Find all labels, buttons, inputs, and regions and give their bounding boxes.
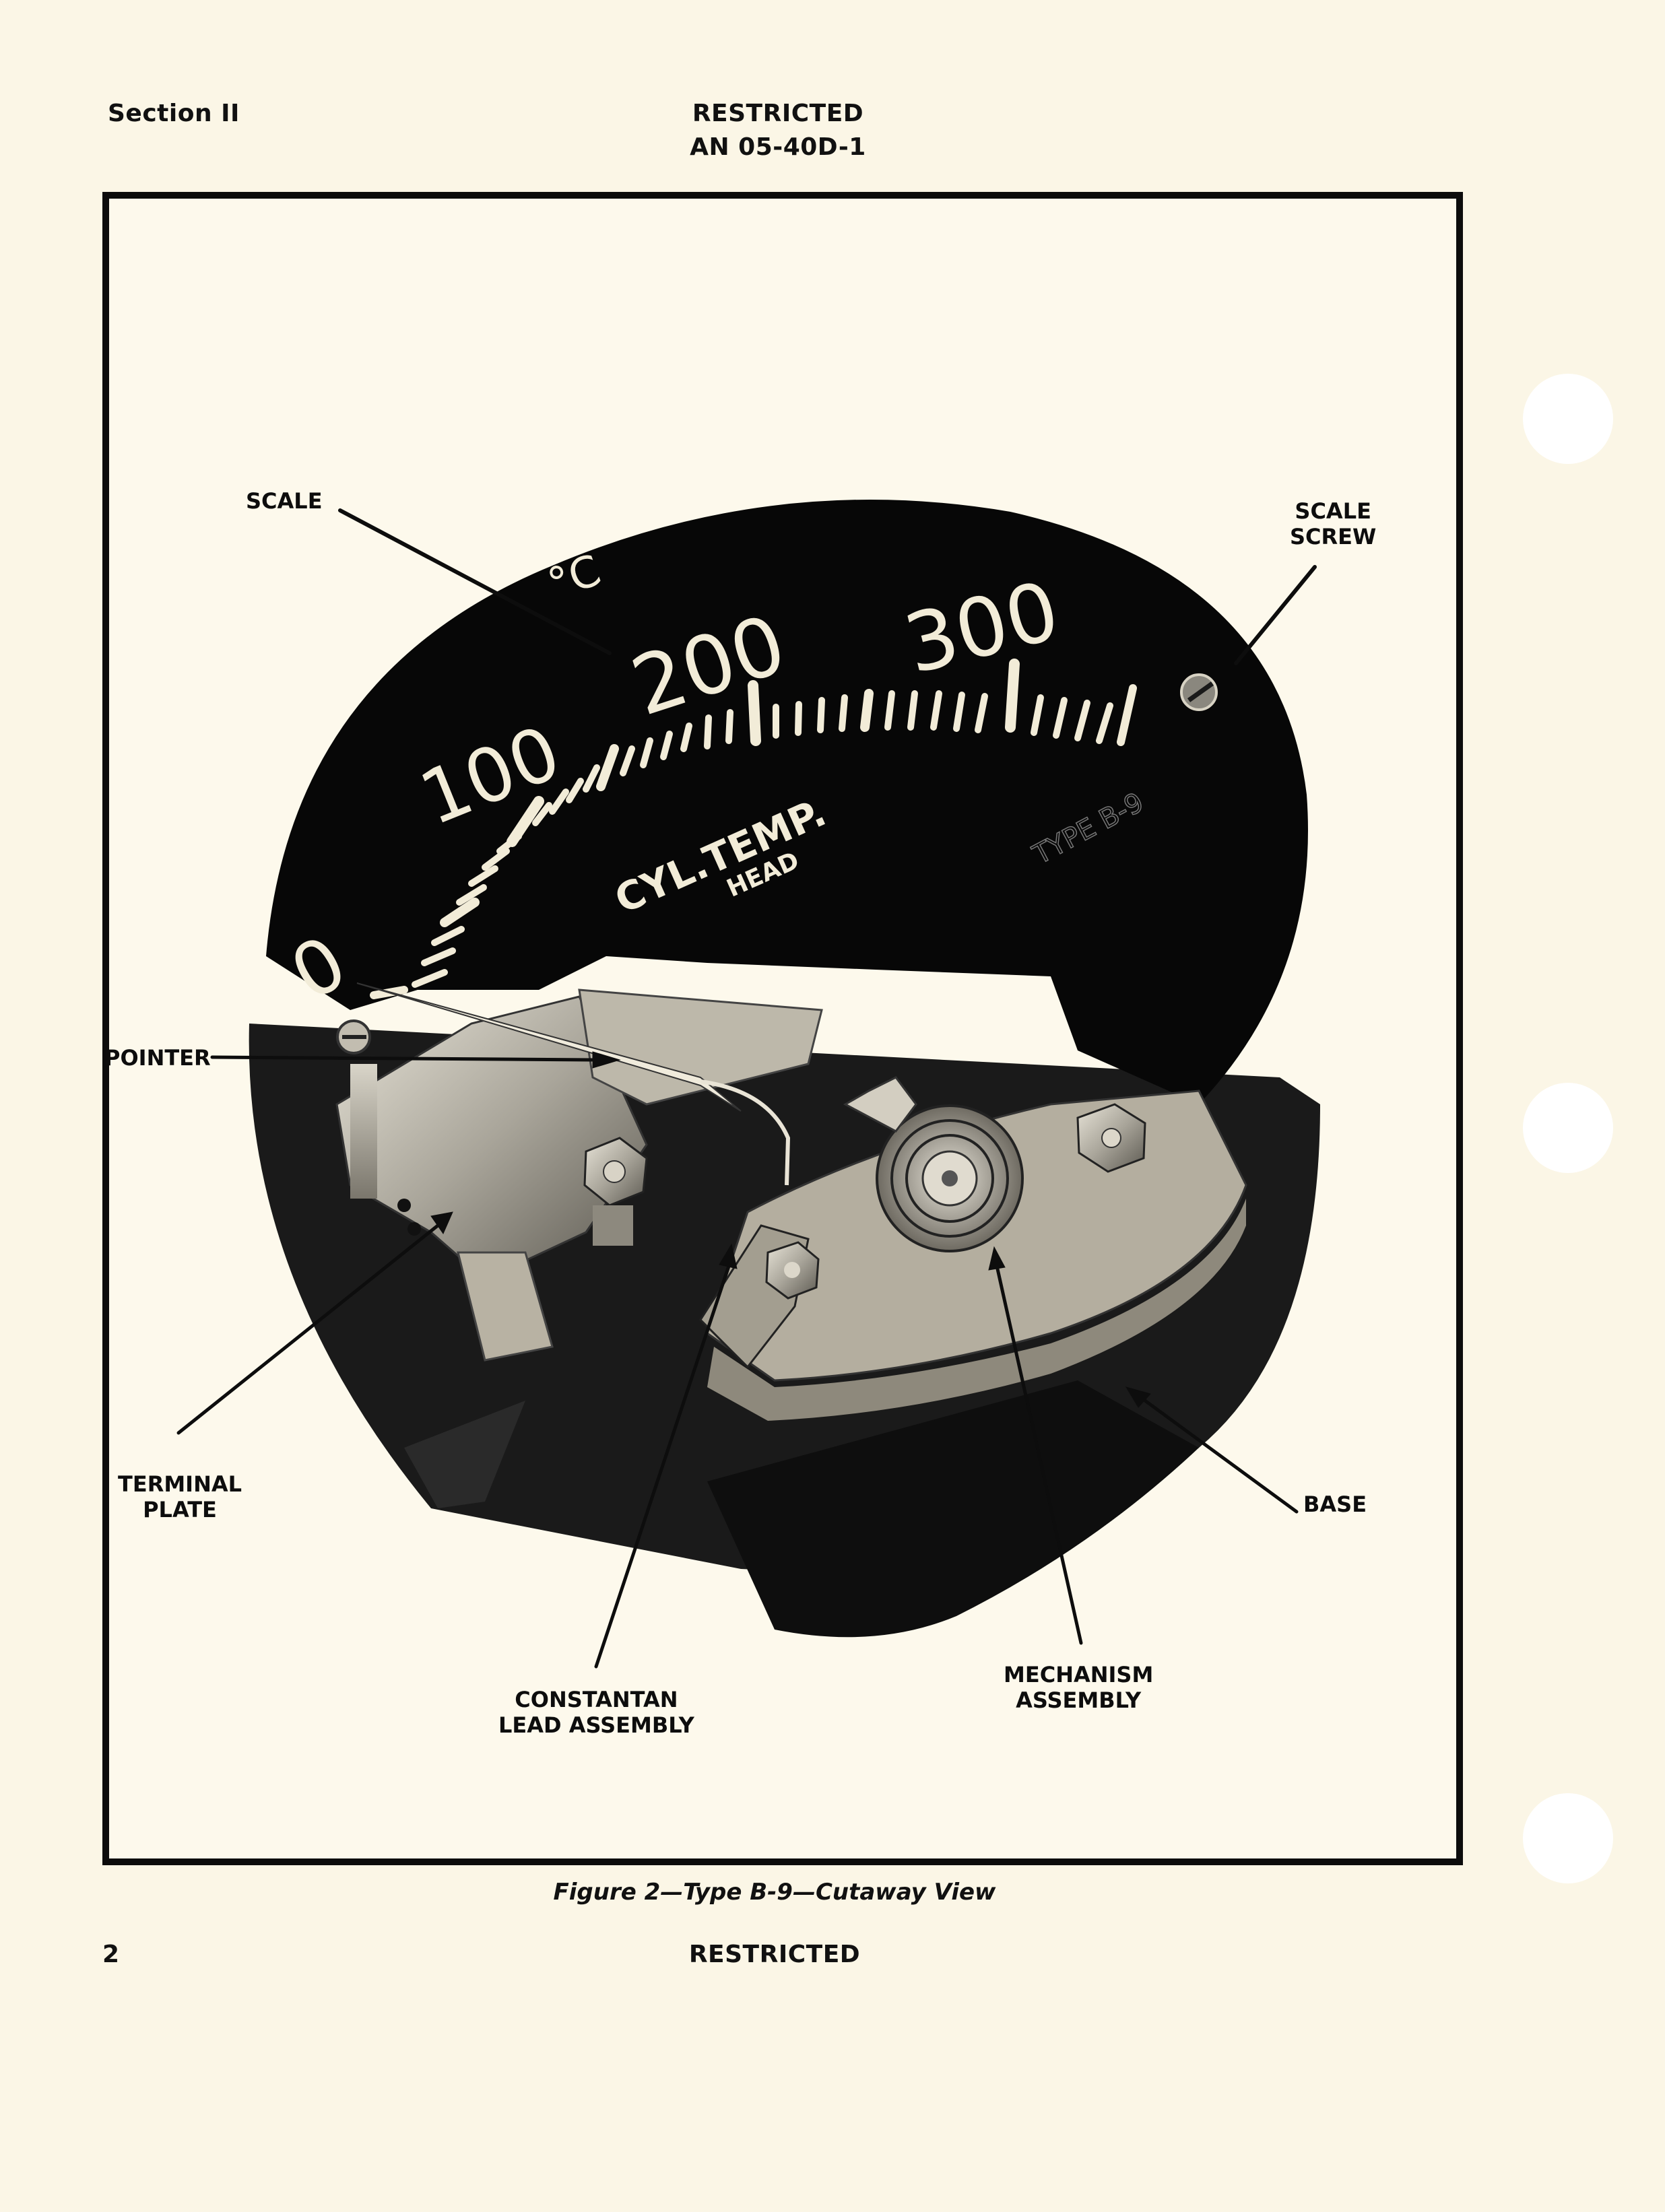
classification-footer: RESTRICTED xyxy=(688,1941,861,1968)
binder-hole-middle xyxy=(1523,1083,1613,1173)
hex-nut-right xyxy=(1076,1103,1146,1173)
document-number: AN 05-40D-1 xyxy=(690,133,866,161)
callout-constantan-line2: LEAD ASSEMBLY xyxy=(498,1712,694,1738)
callout-constantan-line1: CONSTANTAN xyxy=(515,1687,678,1712)
section-label: Section II xyxy=(108,100,240,127)
callout-terminal-plate-line1: TERMINAL xyxy=(118,1471,242,1497)
callout-mechanism-assembly: MECHANISM ASSEMBLY xyxy=(1004,1662,1153,1713)
callout-scale-screw-line2: SCREW xyxy=(1290,524,1377,549)
dial-face xyxy=(266,500,1308,1104)
binder-hole-top xyxy=(1523,374,1613,464)
callout-mechanism-line1: MECHANISM xyxy=(1004,1662,1154,1687)
callout-mechanism-line2: ASSEMBLY xyxy=(1016,1687,1142,1713)
scale-screw xyxy=(1180,673,1218,711)
hex-nut-left xyxy=(583,1137,648,1246)
binder-hole-bottom xyxy=(1523,1793,1613,1883)
callout-scale-screw: SCALE SCREW xyxy=(1290,498,1376,549)
bracket-plate xyxy=(578,988,823,1106)
terminal-plate xyxy=(335,995,648,1362)
callout-terminal-plate-line2: PLATE xyxy=(143,1497,217,1522)
classification-header: RESTRICTED xyxy=(692,100,864,127)
callout-scale: SCALE xyxy=(246,488,323,514)
callout-constantan-lead-assembly: CONSTANTAN LEAD ASSEMBLY xyxy=(498,1687,694,1738)
callout-leaders xyxy=(176,508,1317,1669)
callout-base: BASE xyxy=(1303,1492,1367,1517)
page-number: 2 xyxy=(102,1941,120,1968)
constantan-lead-bracket xyxy=(699,1224,820,1369)
callout-scale-screw-line1: SCALE xyxy=(1295,498,1371,524)
scale-ticks xyxy=(370,659,1137,999)
figure-caption: Figure 2—Type B-9—Cutaway View xyxy=(553,1879,996,1906)
callout-pointer: POINTER xyxy=(104,1045,211,1071)
hairspring xyxy=(843,1076,1024,1252)
pointer-needle xyxy=(356,982,742,1112)
callout-terminal-plate: TERMINAL PLATE xyxy=(118,1471,242,1522)
